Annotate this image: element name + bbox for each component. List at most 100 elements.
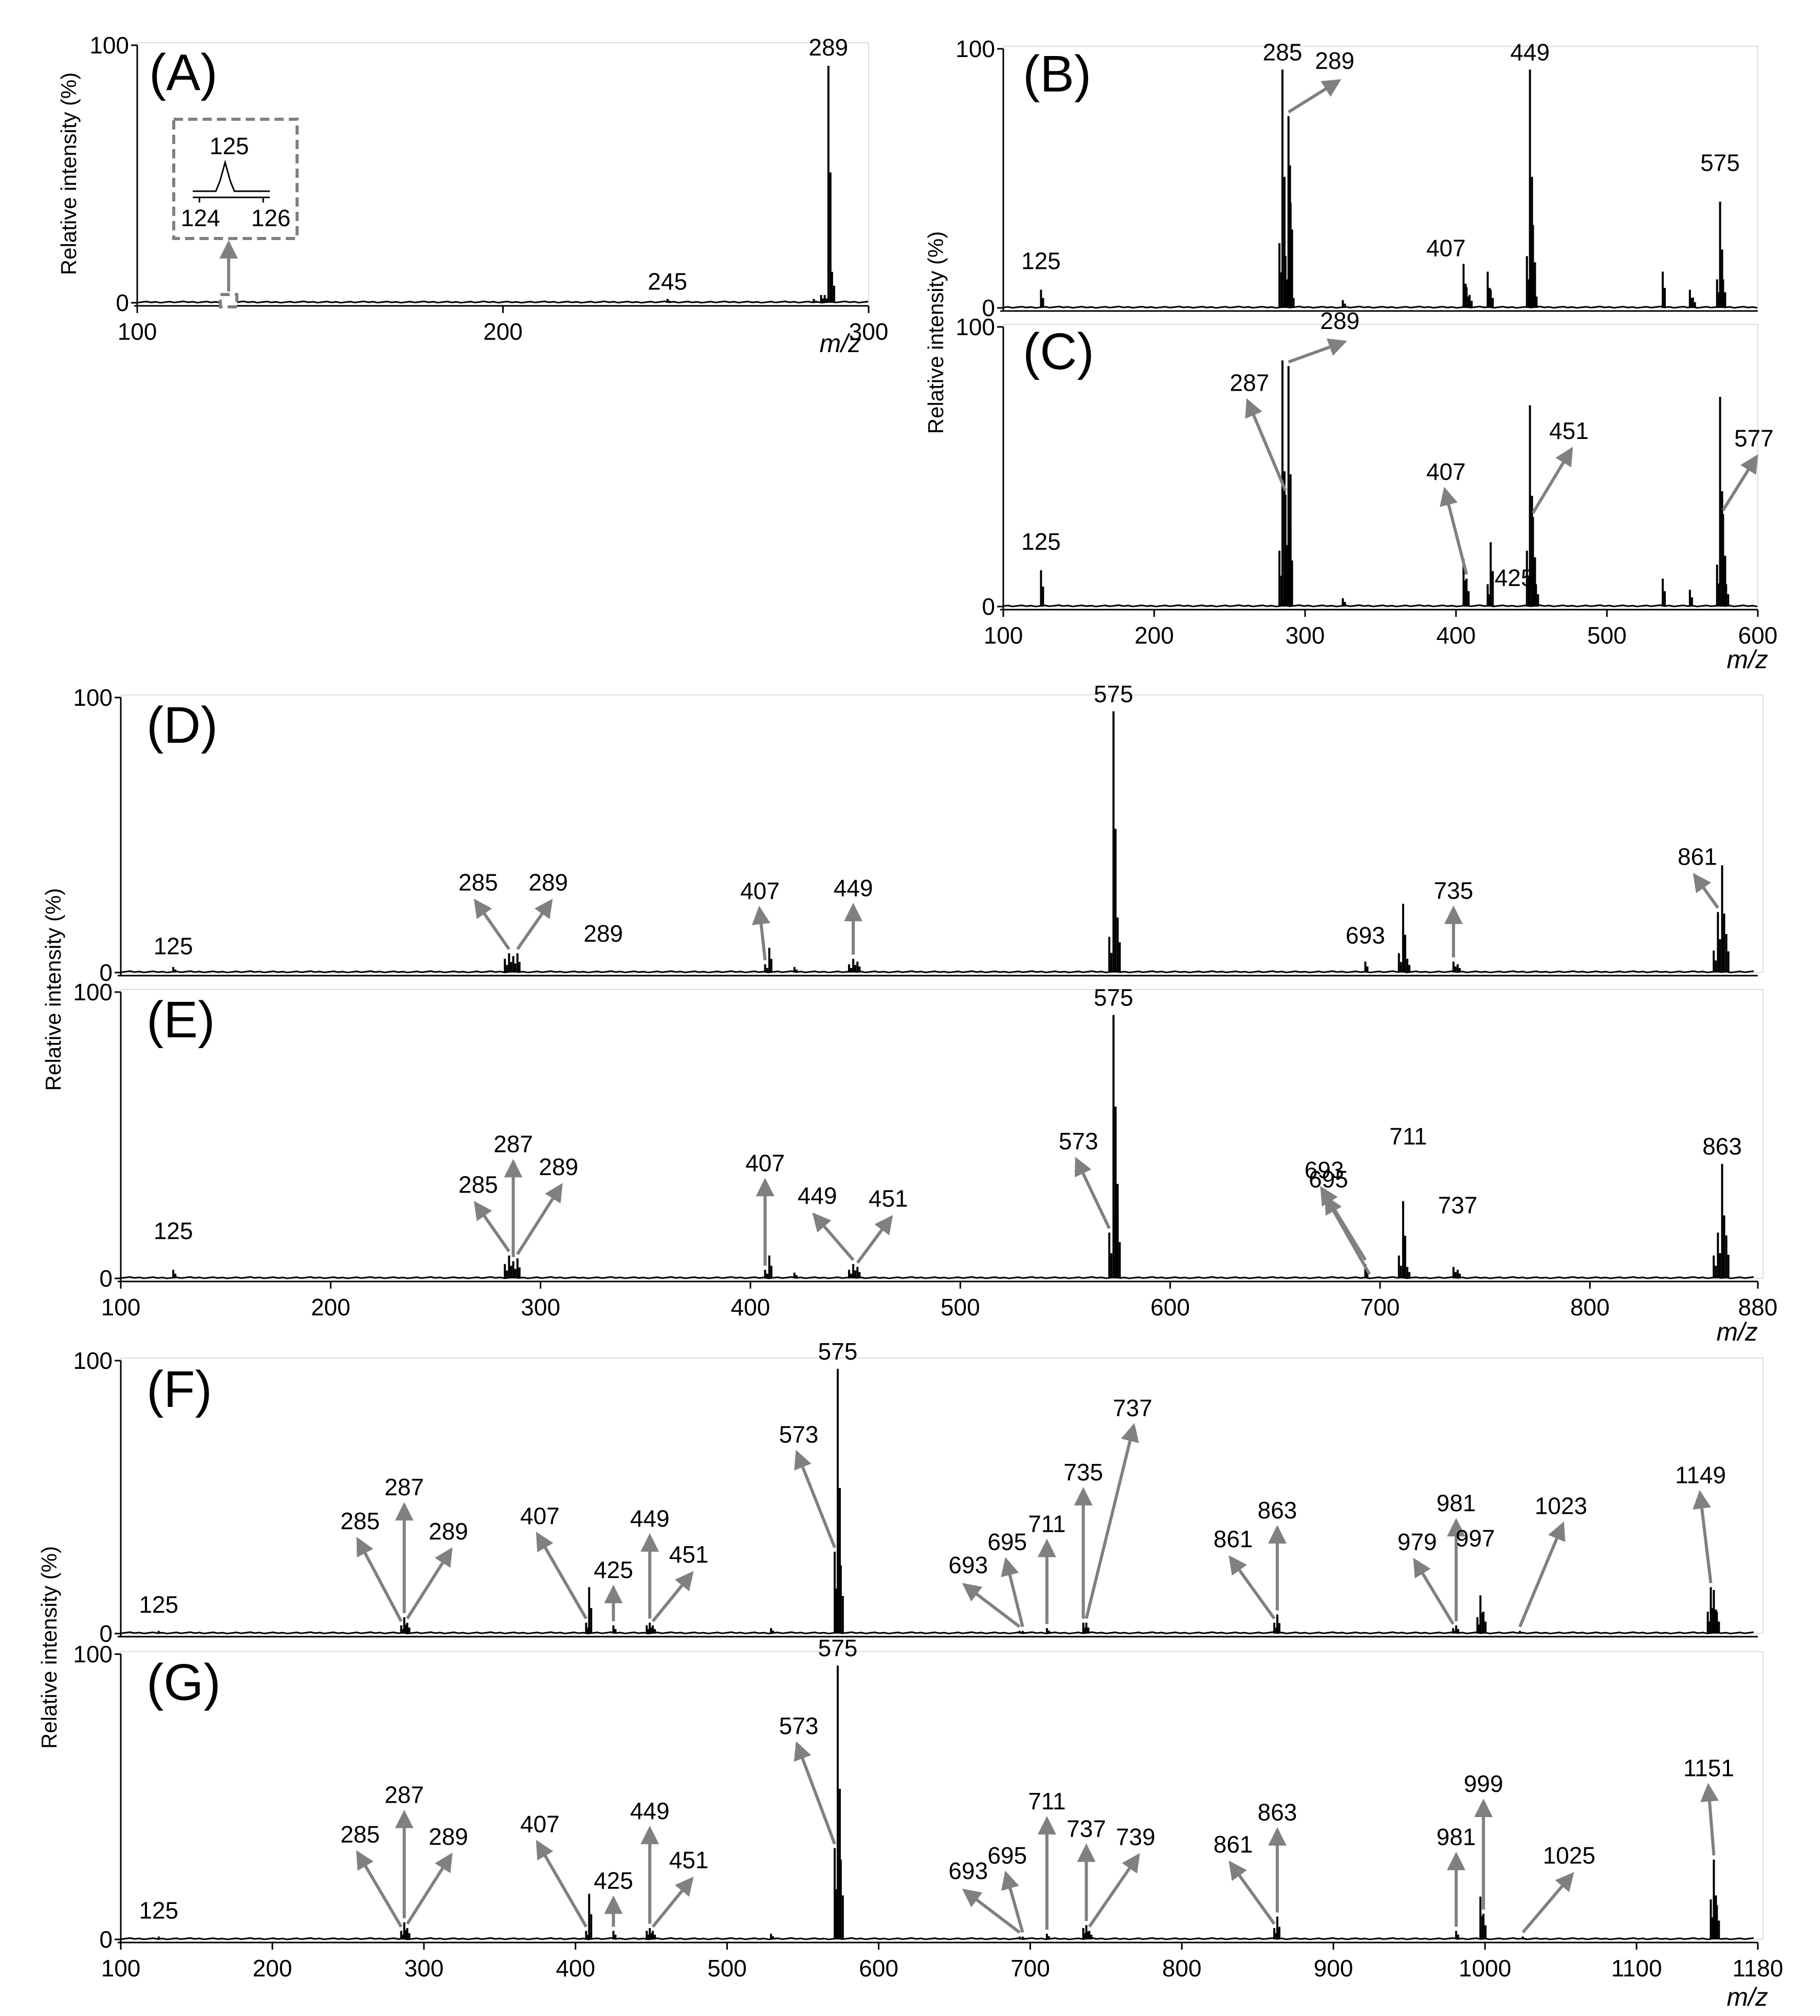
peak-arrow	[651, 1571, 694, 1622]
x-tick-label: 700	[1361, 1294, 1400, 1321]
peak-label: 695	[987, 1842, 1027, 1868]
x-tick-label: 500	[941, 1294, 980, 1321]
peak-arrow	[1521, 1872, 1574, 1934]
peak-label: 861	[1214, 1831, 1253, 1858]
peak-label: 711	[1028, 1788, 1065, 1815]
inset-frame	[172, 118, 299, 240]
peak-label: 981	[1437, 1490, 1476, 1516]
x-axis-label: m/z	[1716, 1317, 1758, 1346]
peak-label: 289	[539, 1153, 578, 1180]
plot-frame	[120, 1358, 1763, 1634]
peak-label: 125	[139, 1591, 178, 1618]
spectrum-baseline	[120, 1631, 1754, 1635]
peak-label: 285	[1263, 39, 1302, 65]
peak-label: 407	[520, 1810, 560, 1837]
peak-arrow	[1084, 1423, 1139, 1619]
peak-arrow	[1288, 338, 1348, 363]
x-axis-label: m/z	[1726, 1983, 1768, 2011]
peak-arrow	[1693, 873, 1719, 909]
peak-label: 711	[1389, 1123, 1427, 1150]
peak-label: 407	[520, 1502, 560, 1529]
panel-letter: (F)	[146, 1361, 212, 1418]
peak-label: 125	[154, 932, 193, 959]
x-tick-label: 400	[556, 1955, 595, 1982]
peak-label: 695	[987, 1529, 1027, 1555]
peak-label: 289	[808, 34, 848, 61]
y-tick-label: 100	[73, 684, 113, 711]
peak-label: 451	[669, 1846, 709, 1873]
plot-frame	[120, 1651, 1763, 1940]
x-tick-label: 700	[1010, 1955, 1050, 1982]
peak-label: 449	[798, 1182, 837, 1209]
peak-label: 289	[429, 1518, 468, 1545]
y-axis-label: Relative intensity (%)	[41, 888, 65, 1091]
peak-arrow	[1288, 79, 1341, 114]
x-tick-label: 200	[253, 1955, 292, 1982]
x-tick-label: 500	[707, 1955, 747, 1982]
peak-label: 863	[1258, 1799, 1297, 1826]
peak-label: 451	[1549, 417, 1589, 444]
peak-arrow	[1413, 1557, 1455, 1625]
peak-label: 737	[1113, 1395, 1152, 1421]
peak-arrow	[962, 1889, 1021, 1934]
peak-label: 407	[740, 877, 780, 904]
peak-arrow	[516, 899, 553, 950]
y-tick-label: 0	[99, 1926, 113, 1953]
peak-label: 575	[818, 1635, 858, 1661]
peak-label: 695	[1309, 1166, 1348, 1193]
peak-label: 125	[1021, 528, 1061, 555]
y-tick-label: 0	[982, 295, 995, 321]
peak-label: 1149	[1675, 1462, 1726, 1489]
peak-arrow	[1325, 1195, 1371, 1275]
peak-label: 451	[669, 1541, 709, 1568]
peak-label: 449	[630, 1505, 670, 1532]
plot-frame	[120, 989, 1763, 1279]
peak-arrow	[651, 1876, 694, 1928]
inset-peak-label: 125	[210, 133, 249, 159]
x-tick-label: 400	[731, 1294, 770, 1321]
peak-label: 693	[1346, 922, 1385, 949]
x-tick-label: 1100	[1611, 1955, 1662, 1982]
peak-label: 979	[1398, 1528, 1437, 1555]
x-tick-label: 200	[1134, 622, 1174, 649]
peak-label: 289	[1315, 47, 1355, 74]
y-tick-label: 0	[116, 289, 129, 316]
peak-label: 125	[154, 1217, 193, 1244]
peak-label: 575	[1700, 149, 1740, 176]
y-tick-label: 100	[89, 32, 129, 59]
peak-label: 577	[1734, 425, 1774, 451]
peak-arrow	[1721, 454, 1758, 511]
peak-label: 285	[340, 1508, 380, 1534]
peak-arrow	[1001, 1557, 1024, 1627]
peak-arrow	[962, 1583, 1021, 1628]
x-axis-label: m/z	[1726, 645, 1768, 674]
peak-arrow	[1001, 1871, 1024, 1933]
peak-label: 425	[594, 1556, 633, 1583]
x-axis-label: m/z	[819, 329, 861, 358]
peak-label: 425	[594, 1867, 633, 1894]
peak-arrow	[1088, 1853, 1140, 1928]
peak-label: 997	[1456, 1525, 1495, 1552]
x-tick-label: 800	[1570, 1294, 1610, 1321]
y-tick-label: 100	[73, 1347, 113, 1374]
zoom-region-marker	[218, 293, 238, 308]
peak-arrow	[812, 1212, 855, 1261]
x-tick-label: 100	[118, 318, 157, 345]
peak-arrow	[406, 1547, 453, 1620]
x-tick-label: 100	[101, 1955, 141, 1982]
y-tick-label: 100	[73, 1641, 113, 1667]
peak-label: 285	[458, 1171, 498, 1198]
peak-label: 289	[528, 869, 568, 896]
peak-arrow	[356, 1850, 403, 1928]
x-tick-label: 300	[849, 318, 889, 345]
peak-label: 125	[1021, 248, 1061, 274]
peak-arrow	[1693, 1490, 1713, 1584]
inset-tick-label: 126	[251, 205, 291, 231]
x-tick-label: 300	[521, 1294, 560, 1321]
panel-letter: (C)	[1023, 323, 1094, 380]
peak-arrow	[794, 1450, 836, 1548]
peak-label: 573	[779, 1712, 819, 1739]
